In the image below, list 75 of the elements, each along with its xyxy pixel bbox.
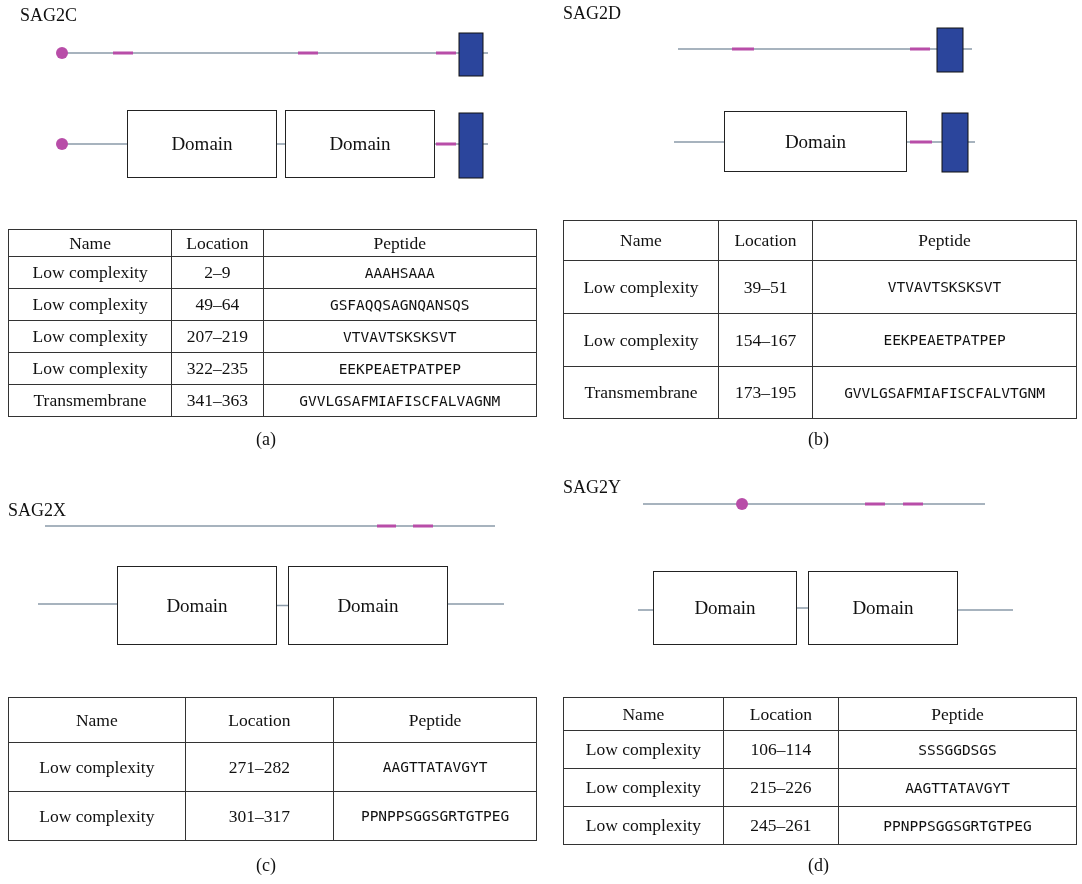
- table-cell: VTVAVTSKSKSVT: [812, 260, 1077, 314]
- header-cell: Peptide: [333, 697, 537, 743]
- domain-box: [288, 566, 448, 645]
- table-cell: 322–235: [171, 352, 263, 385]
- header-cell: Peptide: [263, 229, 537, 257]
- linker-line: [796, 607, 809, 609]
- table-cell: VTVAVTSKSKSVT: [263, 320, 537, 353]
- table-cell: Low complexity: [8, 791, 186, 841]
- panel-title: SAG2D: [563, 3, 621, 24]
- table-cell: SSSGGDSGS: [838, 730, 1077, 769]
- domain-label: Domain: [329, 133, 391, 155]
- table-cell: Transmembrane: [8, 384, 172, 417]
- table-cell: GVVLGSAFMIAFISCFALVAGNM: [263, 384, 537, 417]
- table-cell: Low complexity: [563, 260, 719, 314]
- table-cell: Low complexity: [8, 352, 172, 385]
- header-cell: Peptide: [838, 697, 1077, 731]
- table-cell: 2–9: [171, 256, 263, 289]
- table-cell: PPNPPSGGSGRTGTPEG: [333, 791, 537, 841]
- header-cell: Peptide: [812, 220, 1077, 261]
- domain-box: [724, 111, 907, 172]
- table-cell: 49–64: [171, 288, 263, 321]
- table-cell: PPNPPSGGSGRTGTPEG: [838, 806, 1077, 845]
- linker-line: [276, 143, 286, 145]
- table-cell: Low complexity: [8, 288, 172, 321]
- domain-label: Domain: [337, 594, 399, 617]
- domain-label: Domain: [784, 130, 847, 153]
- table-cell: Transmembrane: [563, 366, 719, 419]
- domain-label: Domain: [852, 597, 914, 619]
- table-cell: GSFAQQSAGNQANSQS: [263, 288, 537, 321]
- table-cell: 207–219: [171, 320, 263, 353]
- panel-title: SAG2X: [8, 500, 66, 521]
- domain-box: [127, 110, 277, 178]
- header-cell: Location: [723, 697, 839, 731]
- panel-caption: (c): [256, 855, 276, 876]
- table-cell: 341–363: [171, 384, 263, 417]
- table-cell: 301–317: [185, 791, 334, 841]
- table-cell: Low complexity: [563, 313, 719, 367]
- header-cell: Location: [171, 229, 263, 257]
- panel-title: SAG2Y: [563, 477, 621, 498]
- header-cell: Name: [8, 697, 186, 743]
- domain-label: Domain: [166, 594, 228, 617]
- table-cell: Low complexity: [563, 806, 724, 845]
- table-cell: Low complexity: [563, 730, 724, 769]
- table-cell: 173–195: [718, 366, 813, 419]
- header-cell: Name: [8, 229, 172, 257]
- header-cell: Name: [563, 220, 719, 261]
- panel-title: SAG2C: [20, 5, 77, 26]
- domain-box: [117, 566, 277, 645]
- table-cell: EEKPEAETPATPEP: [812, 313, 1077, 367]
- table-cell: 106–114: [723, 730, 839, 769]
- panel-caption: (b): [808, 429, 829, 450]
- table-cell: Low complexity: [8, 742, 186, 792]
- panel-caption: (a): [256, 429, 276, 450]
- domain-box: [808, 571, 958, 645]
- table-cell: 271–282: [185, 742, 334, 792]
- domain-box: [285, 110, 435, 178]
- table-cell: GVVLGSAFMIAFISCFALVTGNM: [812, 366, 1077, 419]
- table-cell: EEKPEAETPATPEP: [263, 352, 537, 385]
- domain-label: Domain: [694, 597, 756, 619]
- table-cell: Low complexity: [8, 256, 172, 289]
- table-cell: 39–51: [718, 260, 813, 314]
- table-cell: 215–226: [723, 768, 839, 807]
- header-cell: Location: [718, 220, 813, 261]
- domain-label: Domain: [171, 133, 233, 155]
- table-cell: 154–167: [718, 313, 813, 367]
- table-cell: AAGTTATAVGYT: [838, 768, 1077, 807]
- table-cell: AAAHSAAA: [263, 256, 537, 289]
- header-cell: Name: [563, 697, 724, 731]
- domain-box: [653, 571, 797, 645]
- table-cell: Low complexity: [563, 768, 724, 807]
- header-cell: Location: [185, 697, 334, 743]
- table-cell: 245–261: [723, 806, 839, 845]
- table-cell: AAGTTATAVGYT: [333, 742, 537, 792]
- panel-caption: (d): [808, 855, 829, 876]
- table-cell: Low complexity: [8, 320, 172, 353]
